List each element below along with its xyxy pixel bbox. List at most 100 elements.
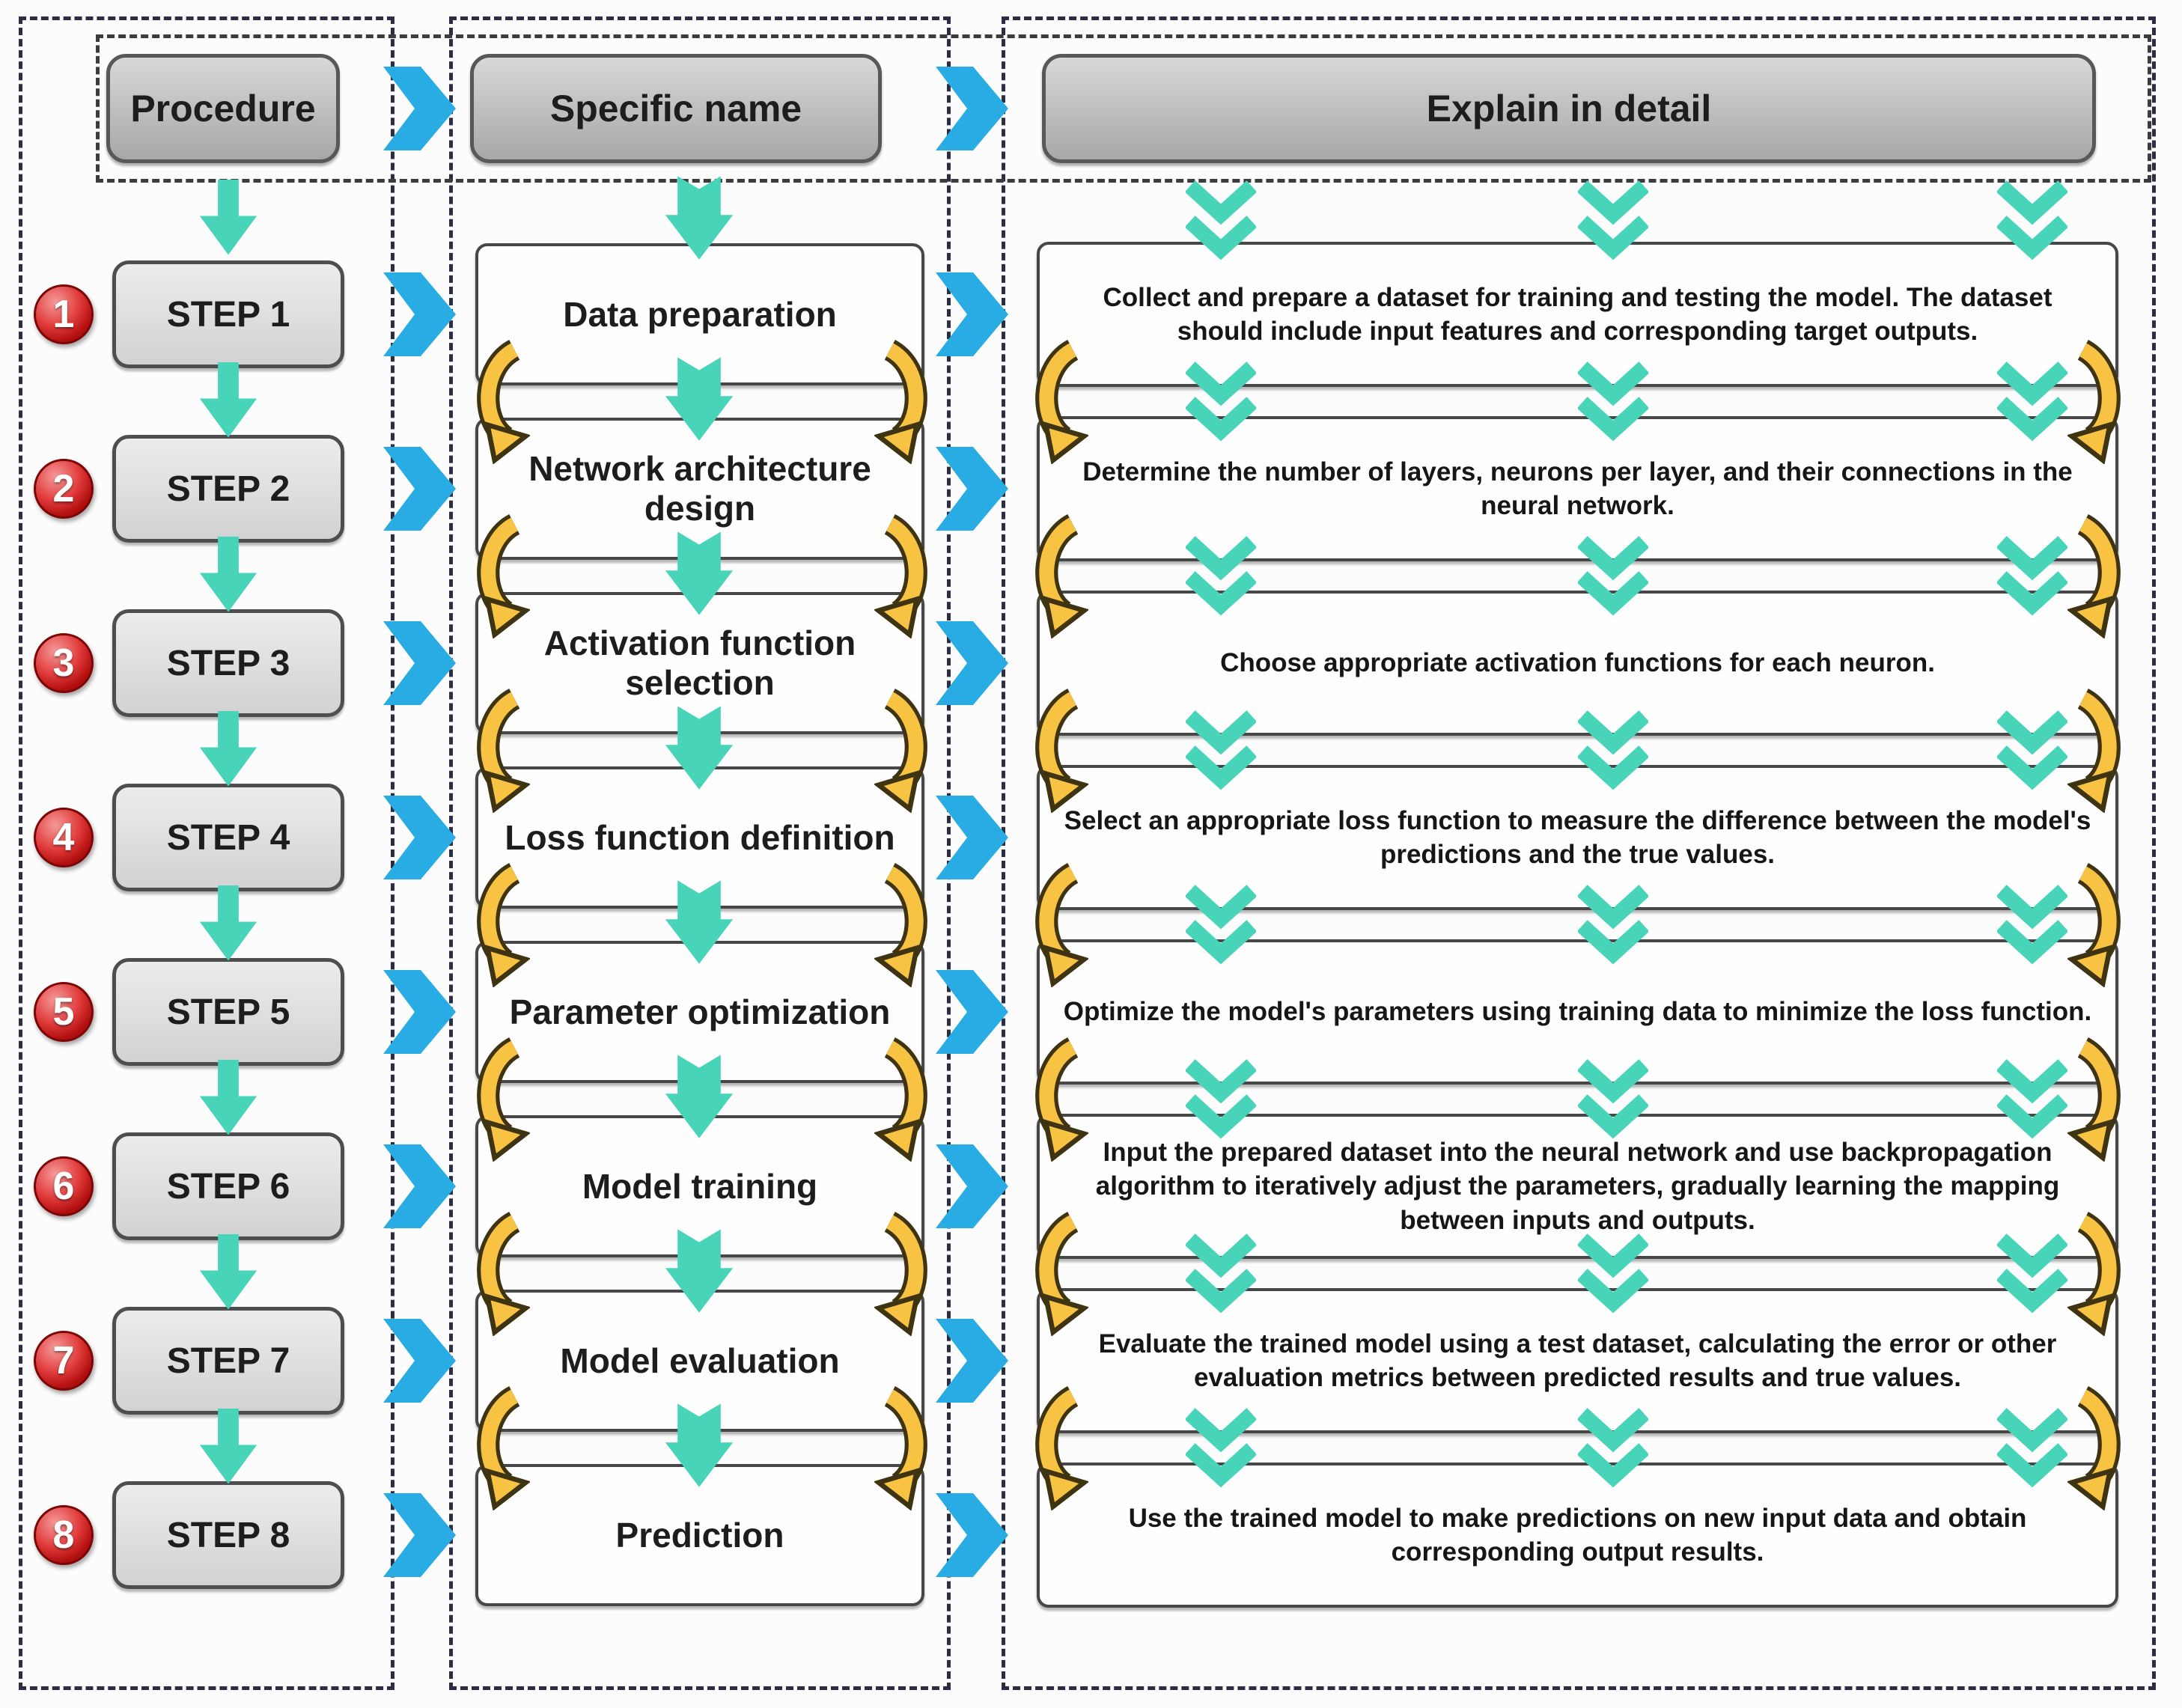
step-number-badge: 1 xyxy=(34,284,94,344)
loop-arrow-left-icon xyxy=(1011,1034,1088,1162)
double-chevron-down-icon xyxy=(1186,708,1256,790)
loop-arrow-left-icon xyxy=(1011,1383,1088,1510)
iteration-gap xyxy=(0,1031,2182,1166)
header-box-procedure: Procedure xyxy=(106,54,340,163)
step-number-badge: 6 xyxy=(34,1156,94,1216)
loop-arrow-right-icon xyxy=(2067,686,2145,813)
double-chevron-down-icon xyxy=(1997,708,2067,790)
notched-down-arrow-icon xyxy=(663,705,735,793)
double-chevron-down-icon xyxy=(1997,534,2067,616)
loop-arrow-right-icon xyxy=(874,1209,952,1336)
down-arrow-icon xyxy=(195,537,262,614)
detail-box: Collect and prepare a dataset for traini… xyxy=(1037,242,2118,387)
loop-arrow-right-icon xyxy=(2067,860,2145,987)
notched-down-arrow-icon xyxy=(663,175,735,263)
specific-name-column-panel xyxy=(449,16,951,1690)
iteration-gap xyxy=(0,1206,2182,1341)
step-box: STEP 8 xyxy=(112,1481,344,1589)
notched-down-arrow-icon xyxy=(663,356,735,445)
loop-arrow-left-icon xyxy=(452,860,530,987)
double-chevron-down-icon xyxy=(1578,178,1648,260)
double-chevron-down-icon xyxy=(1997,178,2067,260)
header-box-explain: Explain in detail xyxy=(1042,54,2096,163)
step-box: STEP 2 xyxy=(112,435,344,543)
double-chevron-down-icon xyxy=(1578,1231,1648,1314)
down-arrow-icon xyxy=(195,1234,262,1312)
down-arrow-icon xyxy=(195,1060,262,1138)
name-box: Model training xyxy=(475,1115,924,1257)
header-gap-arrows xyxy=(0,174,2182,271)
double-chevron-down-icon xyxy=(1578,882,1648,965)
notched-down-arrow-icon xyxy=(663,879,735,968)
double-chevron-down-icon xyxy=(1578,708,1648,790)
right-chevron-icon xyxy=(379,64,463,153)
step-number-badge: 5 xyxy=(34,982,94,1042)
step-number-badge: 8 xyxy=(34,1505,94,1565)
loop-arrow-left-icon xyxy=(1011,860,1088,987)
down-arrow-icon xyxy=(195,362,262,440)
double-chevron-down-icon xyxy=(1997,359,2067,442)
loop-arrow-right-icon xyxy=(2067,511,2145,638)
detail-box: Evaluate the trained model using a test … xyxy=(1037,1288,2118,1433)
loop-arrow-right-icon xyxy=(874,1034,952,1162)
iteration-gap xyxy=(0,334,2182,469)
notched-down-arrow-icon xyxy=(663,1228,735,1317)
iteration-gap xyxy=(0,683,2182,817)
double-chevron-down-icon xyxy=(1997,1057,2067,1139)
header-box-specific-name: Specific name xyxy=(470,54,882,163)
loop-arrow-left-icon xyxy=(452,337,530,464)
loop-arrow-right-icon xyxy=(2067,1034,2145,1162)
name-box: Activation function selection xyxy=(475,592,924,734)
right-chevron-icon xyxy=(931,64,1015,153)
explain-column-panel xyxy=(1002,16,2156,1690)
header-specific-name-label: Specific name xyxy=(549,88,802,129)
loop-arrow-left-icon xyxy=(452,1034,530,1162)
double-chevron-down-icon xyxy=(1578,534,1648,616)
loop-arrow-right-icon xyxy=(2067,1383,2145,1510)
loop-arrow-right-icon xyxy=(874,686,952,813)
loop-arrow-right-icon xyxy=(2067,1209,2145,1336)
double-chevron-down-icon xyxy=(1186,882,1256,965)
loop-arrow-right-icon xyxy=(874,511,952,638)
loop-arrow-right-icon xyxy=(2067,337,2145,464)
header-band-border xyxy=(96,34,2151,183)
name-box: Prediction xyxy=(475,1464,924,1606)
notched-down-arrow-icon xyxy=(663,531,735,619)
double-chevron-down-icon xyxy=(1186,534,1256,616)
step-number-badge: 4 xyxy=(34,808,94,867)
loop-arrow-right-icon xyxy=(874,860,952,987)
notched-down-arrow-icon xyxy=(663,1054,735,1142)
header-procedure-label: Procedure xyxy=(130,88,316,129)
down-arrow-icon xyxy=(195,885,262,963)
loop-arrow-right-icon xyxy=(874,337,952,464)
double-chevron-down-icon xyxy=(1997,1231,2067,1314)
detail-box: Determine the number of layers, neurons … xyxy=(1037,416,2118,561)
header-explain-label: Explain in detail xyxy=(1426,88,1712,129)
loop-arrow-right-icon xyxy=(874,1383,952,1510)
detail-box: Input the prepared dataset into the neur… xyxy=(1037,1114,2118,1259)
double-chevron-down-icon xyxy=(1578,359,1648,442)
loop-arrow-left-icon xyxy=(452,1383,530,1510)
step-number-badge: 3 xyxy=(34,633,94,693)
double-chevron-down-icon xyxy=(1186,1231,1256,1314)
name-box: Model evaluation xyxy=(475,1290,924,1432)
double-chevron-down-icon xyxy=(1186,1406,1256,1488)
double-chevron-down-icon xyxy=(1997,1406,2067,1488)
down-arrow-icon xyxy=(195,711,262,789)
iteration-gap xyxy=(0,1380,2182,1515)
double-chevron-down-icon xyxy=(1578,1406,1648,1488)
step-number-badge: 2 xyxy=(34,459,94,519)
step-box: STEP 5 xyxy=(112,958,344,1066)
double-chevron-down-icon xyxy=(1578,1057,1648,1139)
double-chevron-down-icon xyxy=(1186,1057,1256,1139)
double-chevron-down-icon xyxy=(1997,882,2067,965)
loop-arrow-left-icon xyxy=(1011,1209,1088,1336)
down-arrow-icon xyxy=(195,180,262,257)
detail-box: Use the trained model to make prediction… xyxy=(1037,1463,2118,1608)
loop-arrow-left-icon xyxy=(452,1209,530,1336)
loop-arrow-left-icon xyxy=(1011,511,1088,638)
name-box: Parameter optimization xyxy=(475,941,924,1083)
detail-box: Select an appropriate loss function to m… xyxy=(1037,765,2118,910)
loop-arrow-left-icon xyxy=(1011,686,1088,813)
